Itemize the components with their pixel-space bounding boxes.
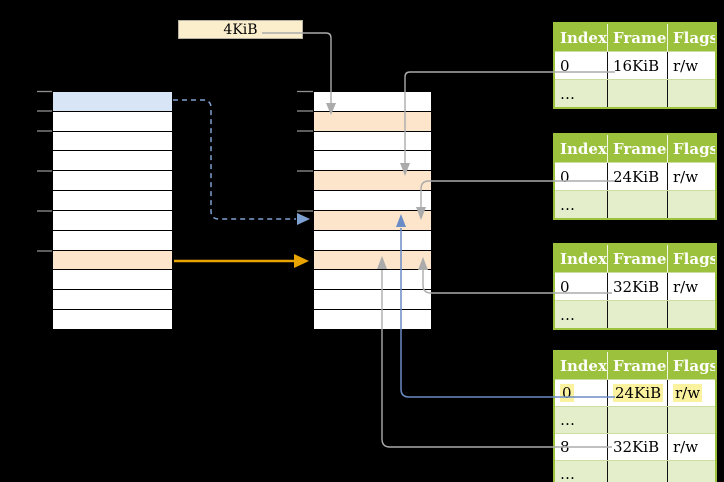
column-header-index: Index xyxy=(560,139,607,158)
middle-column-ticks xyxy=(297,90,313,212)
column-header-frame: Frame xyxy=(607,352,667,379)
memory-row xyxy=(314,309,431,329)
flags-cell xyxy=(667,301,715,328)
frame-cell: 16KiB xyxy=(607,52,667,79)
index-cell: … xyxy=(560,195,575,214)
column-header-frame: Frame xyxy=(607,135,667,162)
memory-row xyxy=(314,249,431,270)
table-row: 8 32KiB r/w xyxy=(555,433,715,460)
highlight: 24KiB xyxy=(613,384,664,402)
flags-cell: r/w xyxy=(667,163,715,190)
table-row-ellipsis: … xyxy=(555,79,715,107)
frame-cell: 32KiB xyxy=(607,434,667,460)
flags-cell xyxy=(667,80,715,107)
memory-row xyxy=(53,150,172,170)
column-header-flags: Flags xyxy=(667,24,715,51)
flags-cell: r/w xyxy=(667,380,715,406)
column-header-frame: Frame xyxy=(607,24,667,51)
highlight: 0 xyxy=(560,384,574,402)
flags-cell xyxy=(667,191,715,218)
table-header-row: Index Frame Flags xyxy=(555,245,715,272)
memory-row xyxy=(53,92,172,111)
left-column-ticks xyxy=(37,90,52,252)
memory-row xyxy=(53,130,172,151)
index-cell: 0 xyxy=(560,277,570,296)
orange-arrow-virtual-to-frame xyxy=(174,254,309,268)
memory-row xyxy=(314,269,431,289)
table-row: 0 24KiB r/w xyxy=(555,162,715,190)
frame-cell xyxy=(607,461,667,482)
page-table-1: Index Frame Flags 0 16KiB r/w … xyxy=(553,22,717,109)
flags-cell: r/w xyxy=(667,273,715,300)
index-cell: … xyxy=(560,411,575,429)
table-row-ellipsis: … xyxy=(555,300,715,328)
column-header-flags: Flags xyxy=(667,135,715,162)
index-cell: … xyxy=(560,465,575,482)
memory-row xyxy=(53,190,172,210)
index-cell: 0 xyxy=(560,56,570,75)
table-row: 0 32KiB r/w xyxy=(555,272,715,300)
index-cell: 0 xyxy=(560,167,570,186)
frame-cell: 32KiB xyxy=(607,273,667,300)
dashed-arrow-virtual-to-frame xyxy=(173,99,310,225)
flags-cell: r/w xyxy=(667,52,715,79)
physical-memory-column xyxy=(313,91,432,330)
column-header-flags: Flags xyxy=(667,352,715,379)
page-table-2: Index Frame Flags 0 24KiB r/w … xyxy=(553,133,717,220)
flags-cell xyxy=(667,461,715,482)
index-cell: 0 xyxy=(555,380,607,406)
index-cell: 8 xyxy=(560,438,570,456)
memory-row xyxy=(314,289,431,309)
size-label-box: 4KiB xyxy=(178,20,303,39)
column-header-frame: Frame xyxy=(607,245,667,272)
memory-row xyxy=(314,209,431,230)
memory-row xyxy=(314,170,431,191)
column-header-index: Index xyxy=(560,356,607,375)
frame-cell xyxy=(607,191,667,218)
memory-row xyxy=(53,249,172,270)
memory-row xyxy=(53,309,172,329)
table-row-ellipsis: … xyxy=(555,460,715,482)
column-header-index: Index xyxy=(560,249,607,268)
table-header-row: Index Frame Flags xyxy=(555,352,715,379)
flags-cell xyxy=(667,407,715,433)
index-cell: … xyxy=(560,84,575,103)
frame-cell xyxy=(607,301,667,328)
memory-row xyxy=(314,190,431,210)
table-header-row: Index Frame Flags xyxy=(555,24,715,51)
memory-row xyxy=(53,269,172,289)
column-header-flags: Flags xyxy=(667,245,715,272)
table-row-ellipsis: … xyxy=(555,406,715,433)
frame-cell: 24KiB xyxy=(607,380,667,406)
page-table-3: Index Frame Flags 0 32KiB r/w … xyxy=(553,243,717,330)
flags-cell: r/w xyxy=(667,434,715,460)
table-row: 0 16KiB r/w xyxy=(555,51,715,79)
memory-row xyxy=(314,92,431,111)
memory-row xyxy=(53,110,172,131)
frame-cell xyxy=(607,80,667,107)
highlight: r/w xyxy=(673,384,703,402)
frame-cell: 24KiB xyxy=(607,163,667,190)
table-row-highlighted: 0 24KiB r/w xyxy=(555,379,715,406)
memory-row xyxy=(314,150,431,170)
memory-row xyxy=(314,110,431,131)
memory-row xyxy=(53,229,172,250)
memory-row xyxy=(53,209,172,230)
table-row-ellipsis: … xyxy=(555,190,715,218)
page-table-4: Index Frame Flags 0 24KiB r/w … 8 32KiB … xyxy=(553,350,717,482)
frame-cell xyxy=(607,407,667,433)
memory-row xyxy=(53,170,172,190)
memory-row xyxy=(53,289,172,309)
table-header-row: Index Frame Flags xyxy=(555,135,715,162)
memory-row xyxy=(314,229,431,250)
virtual-memory-column xyxy=(52,91,173,330)
index-cell: … xyxy=(560,305,575,324)
size-label: 4KiB xyxy=(223,21,258,38)
column-header-index: Index xyxy=(560,28,607,47)
memory-row xyxy=(314,130,431,151)
